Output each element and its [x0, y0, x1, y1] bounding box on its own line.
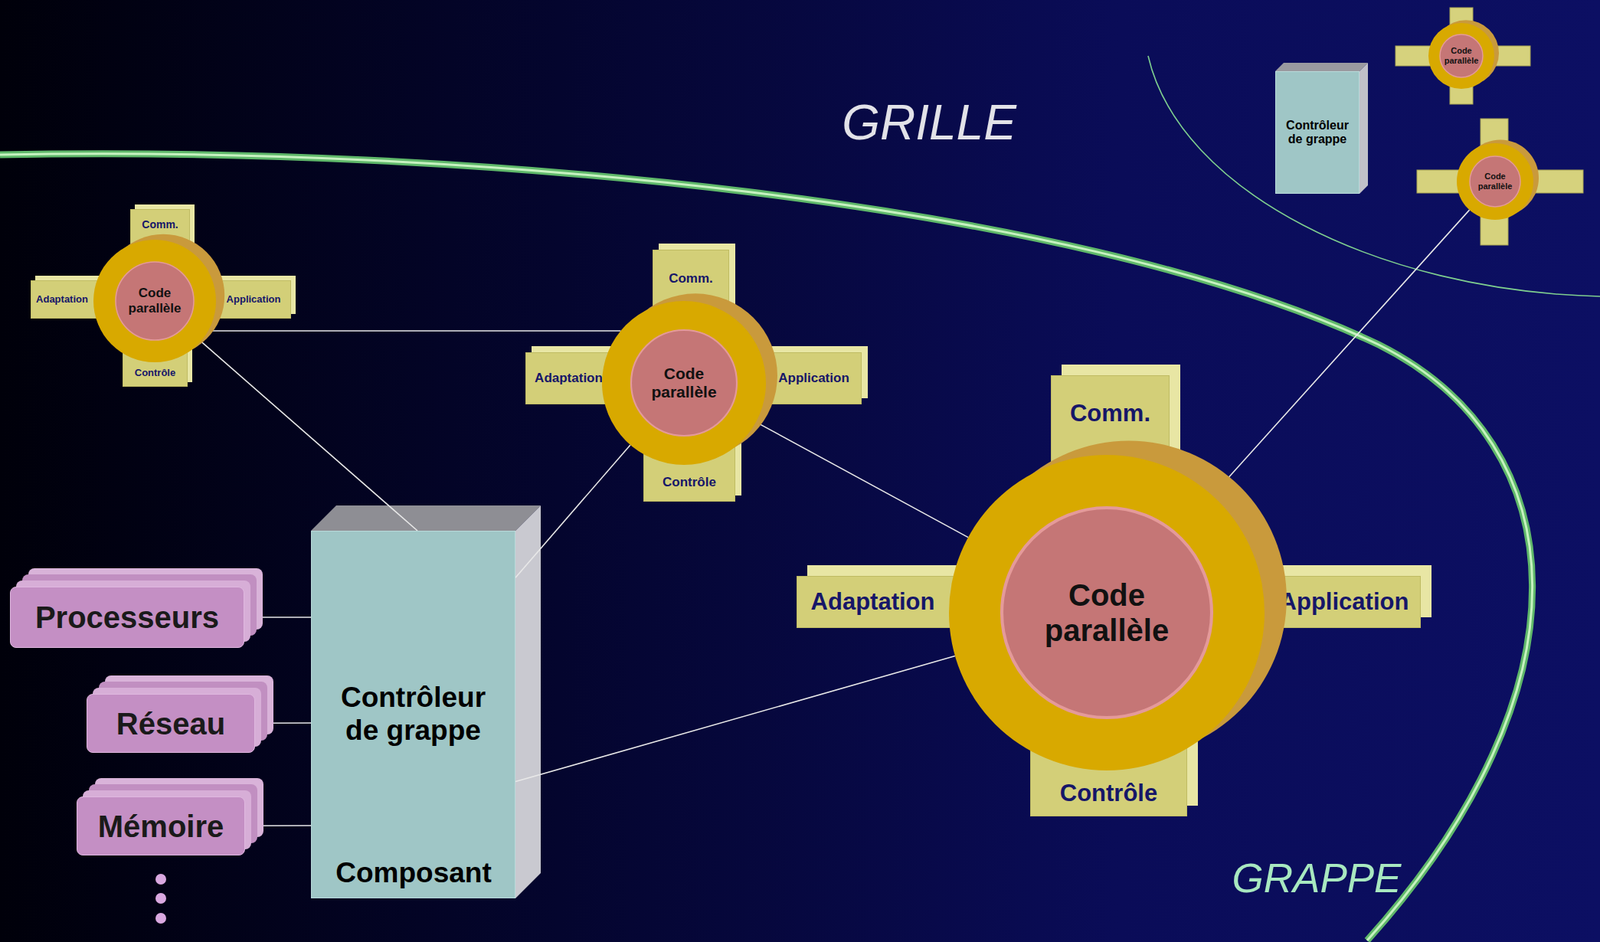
core-label: Code parallèle [128, 285, 182, 316]
parallel-code-core: Code parallèle [78, 224, 232, 378]
core-drawing [909, 415, 1305, 811]
parallel-code-core: Code parallèle [581, 280, 787, 486]
core-ring [1456, 143, 1534, 220]
connector-line [515, 444, 631, 578]
controller-top-face [1275, 62, 1368, 72]
connector-line [244, 616, 311, 619]
component-label: Composant [335, 857, 492, 890]
parallel-code-core: Code parallèle [1420, 14, 1503, 98]
core-label: Code parallèle [1044, 577, 1169, 648]
cluster-controller: Contrôleur de grappe [1275, 71, 1360, 194]
core-center [631, 330, 737, 436]
core-ring [602, 301, 766, 465]
grid-boundary [0, 153, 1533, 941]
connector-line [515, 656, 956, 783]
grid-boundary-highlight [0, 153, 1533, 941]
box-label: Application [226, 294, 282, 306]
core-center [1001, 507, 1212, 718]
cluster-controller: Contrôleur de grappe [310, 530, 516, 899]
core-center [115, 261, 194, 341]
component-arms [1395, 7, 1584, 246]
dot [155, 912, 167, 924]
box-label: Contrôle [662, 474, 717, 491]
box-label: Comm. [668, 271, 714, 287]
resource-box: Processeurs [9, 586, 245, 648]
resource-box: Mémoire [76, 796, 246, 856]
core-ring [93, 239, 216, 363]
box-label: Comm. [1069, 399, 1151, 428]
controller-side-face [515, 505, 541, 899]
core-label: Code parallèle [651, 364, 717, 402]
controller-top-face [310, 505, 541, 531]
box-label: Adaptation [35, 294, 89, 306]
core-ring [1428, 22, 1495, 89]
box-label: Contrôle [1060, 779, 1158, 808]
remote-cluster-boundary [1148, 55, 1600, 297]
box-label: Comm. [141, 218, 178, 231]
parallel-code-core: Code parallèle [1446, 133, 1544, 230]
ellipsis-dots [155, 873, 167, 924]
core-center [1439, 34, 1483, 78]
core-center [1469, 156, 1521, 207]
dot [155, 893, 167, 904]
box-label: Réseau [116, 706, 226, 742]
region-label: GRAPPE [1232, 854, 1402, 902]
box-label: Application [1279, 588, 1410, 616]
dot [155, 873, 167, 885]
box-label: Adaptation [811, 588, 936, 616]
resource-box: Réseau [86, 693, 256, 753]
box-label: Mémoire [98, 808, 225, 845]
parallel-code-core: Code parallèle [909, 415, 1305, 811]
arm [1416, 170, 1463, 194]
box-label: Adaptation [534, 370, 603, 387]
box-label: Contrôleur de grappe [1285, 118, 1349, 148]
connector-line [255, 722, 311, 724]
connector-line [200, 341, 418, 531]
box-label: Processeurs [35, 599, 220, 635]
box-label: Contrôle [134, 367, 176, 380]
connector-line [1212, 209, 1470, 496]
region-label: GRILLE [841, 94, 1017, 151]
box-label: Contrôleur de grappe [340, 681, 486, 747]
controller-side-face [1359, 62, 1368, 194]
core-label: Code parallèle [1478, 171, 1513, 191]
core-label: Code parallèle [1444, 45, 1479, 66]
connector-line [755, 422, 969, 538]
core-ring [948, 454, 1265, 771]
connector-line [245, 824, 311, 827]
box-label: Application [778, 370, 850, 387]
arm [1395, 45, 1434, 66]
connector-line [208, 330, 622, 332]
